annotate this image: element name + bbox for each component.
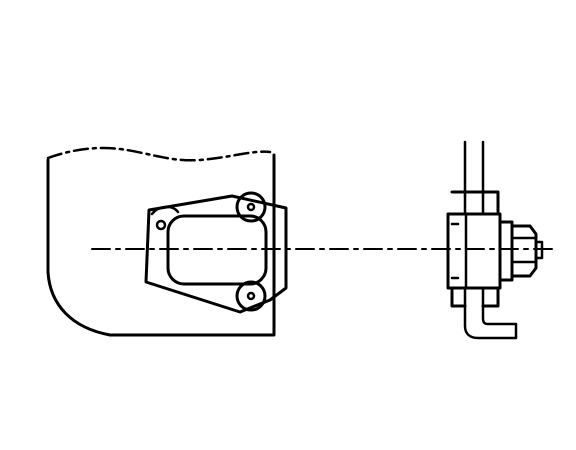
top-boss-hole-icon	[246, 202, 256, 212]
break-line	[46, 146, 272, 162]
lower-clamp	[450, 286, 500, 308]
washer	[498, 220, 514, 282]
top-boss-icon	[235, 191, 267, 223]
bolt-tip	[534, 240, 544, 260]
housing-front-view	[46, 146, 276, 337]
hex-nut	[510, 224, 538, 278]
side-view-assembly	[446, 140, 544, 340]
bottom-boss-hole-icon	[246, 291, 256, 301]
bottom-boss-icon	[235, 280, 267, 312]
housing-outline	[46, 153, 276, 337]
bracket-ear	[150, 205, 180, 216]
bracket-window	[166, 214, 268, 286]
lower-pipe	[463, 288, 518, 340]
small-bolt-icon	[155, 219, 167, 231]
bracket	[144, 191, 288, 314]
upper-clamp	[450, 190, 500, 216]
